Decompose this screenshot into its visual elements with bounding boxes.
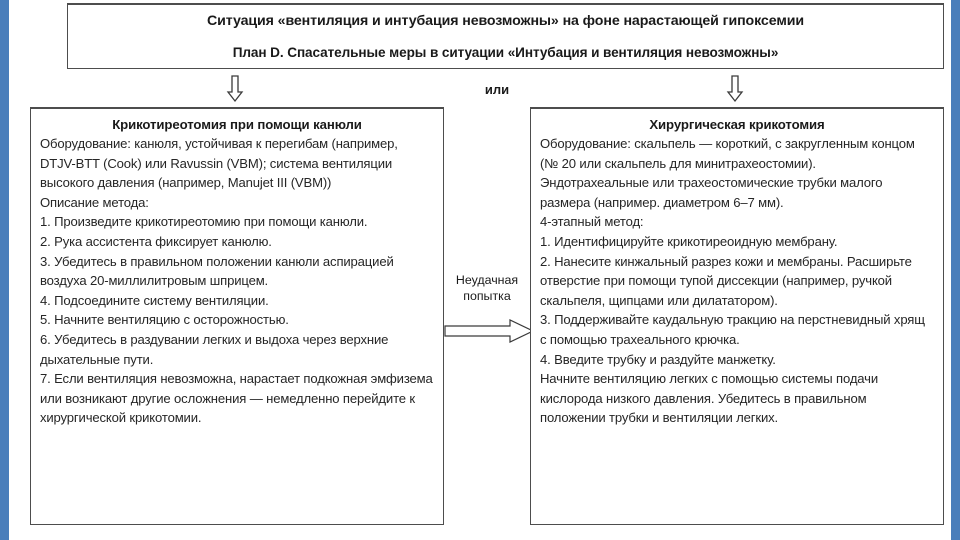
cannula-box-body: Оборудование: канюля, устойчивая к перег… [40, 136, 433, 426]
surgical-box-body: Оборудование: скальпель — короткий, с за… [540, 136, 925, 426]
page-title: Ситуация «вентиляция и интубация невозмо… [207, 13, 804, 29]
right-accent-rail [951, 0, 960, 540]
surgical-cricothyrotomy-box: Хирургическая крикотомия Оборудование: с… [530, 107, 944, 525]
arrow-down-icon-right [725, 75, 745, 103]
right-rail-gap [948, 0, 951, 540]
arrow-right-icon [444, 318, 536, 344]
failed-attempt-label: Неудачная попытка [455, 273, 519, 303]
arrow-down-icon-left [225, 75, 245, 103]
surgical-box-heading: Хирургическая крикотомия [649, 117, 825, 132]
cannula-box-heading: Крикотиреотомия при помощи канюли [112, 117, 362, 132]
header-banner: Ситуация «вентиляция и интубация невозмо… [67, 3, 944, 69]
left-accent-rail [0, 0, 9, 540]
or-label: или [484, 82, 510, 97]
slide-canvas: Ситуация «вентиляция и интубация невозмо… [12, 0, 948, 540]
cannula-cricothyrotomy-box: Крикотиреотомия при помощи канюли Оборуд… [30, 107, 444, 525]
plan-subtitle: План D. Спасательные меры в ситуации «Ин… [232, 45, 779, 60]
left-rail-gap [9, 0, 12, 540]
